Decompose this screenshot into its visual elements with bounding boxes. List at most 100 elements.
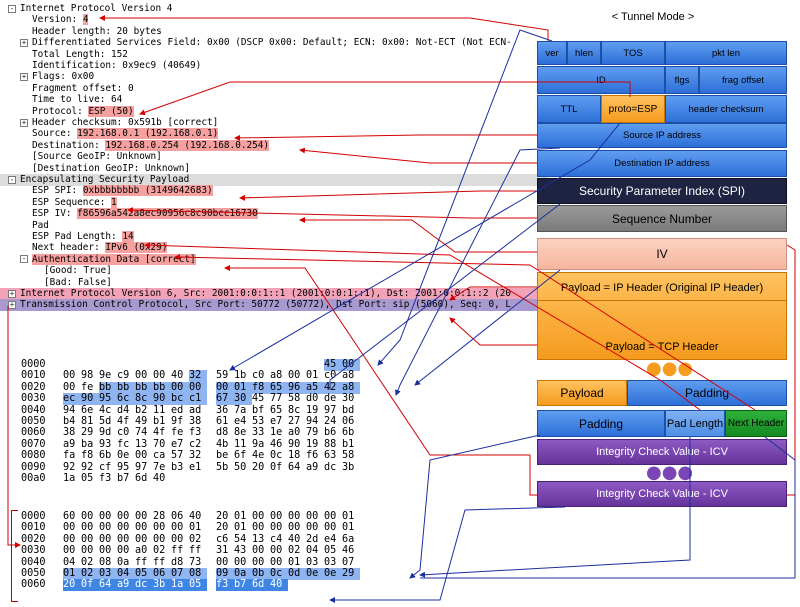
hex-byte[interactable]: 31 [216, 545, 229, 557]
hex-byte[interactable]: 00 [99, 522, 112, 534]
hex-byte[interactable]: 90 [81, 393, 99, 406]
hex-byte[interactable]: b6 [324, 427, 337, 439]
hex-byte[interactable]: 00 [63, 381, 76, 393]
hex-byte[interactable]: 00 [63, 533, 76, 545]
hex-byte[interactable]: 4f [117, 416, 130, 427]
hex-byte[interactable]: 04 [63, 556, 76, 568]
hex-byte[interactable]: 00 [288, 370, 301, 382]
hex-byte[interactable]: 00 [171, 533, 184, 545]
hex-byte[interactable]: a8 [342, 381, 360, 394]
hex-byte[interactable]: 4e [252, 450, 265, 462]
collapse-icon[interactable]: - [20, 254, 28, 264]
hex-byte[interactable]: 00 [153, 533, 166, 545]
hex-byte[interactable]: 20 [252, 461, 265, 473]
hex-byte[interactable]: 0b [252, 568, 270, 580]
hex-byte[interactable]: 07 [342, 556, 355, 568]
hex-byte[interactable]: 94 [63, 404, 76, 416]
hex-byte[interactable]: 64 [99, 579, 117, 592]
tree-row[interactable]: Protocol: ESP (50) [0, 105, 134, 118]
hex-byte[interactable]: b7 [234, 579, 252, 592]
hex-byte[interactable]: dc [324, 461, 337, 473]
hex-byte[interactable]: 98 [81, 370, 94, 382]
hex-byte[interactable]: 00 [153, 522, 166, 534]
hex-byte[interactable]: 01 [342, 522, 355, 534]
hex-byte[interactable]: 46 [270, 438, 283, 450]
hex-byte[interactable]: 00 [117, 545, 130, 557]
hex-byte[interactable]: 3b [342, 461, 355, 473]
hex-byte[interactable]: 00 [81, 545, 94, 557]
hex-byte[interactable]: 38 [189, 416, 202, 427]
tree-row[interactable]: -Authentication Data [correct] [0, 253, 196, 266]
hex-byte[interactable]: 60 [63, 511, 76, 522]
hex-byte[interactable]: 6f [234, 450, 247, 462]
hex-byte[interactable]: f8 [81, 450, 94, 462]
hex-byte[interactable]: 01 [189, 522, 202, 534]
hex-byte[interactable]: 06 [153, 568, 171, 580]
hex-byte[interactable]: e4 [324, 533, 337, 545]
hex-byte[interactable]: 45 [252, 393, 265, 405]
hex-byte[interactable]: a5 [306, 381, 324, 394]
hex-byte[interactable]: 33 [252, 427, 265, 439]
hex-byte[interactable]: a9 [63, 438, 76, 450]
tree-row[interactable]: ESP SPI: 0xbbbbbbbb (3149642683) [0, 185, 213, 197]
tree-row[interactable]: Destination: 192.168.0.254 (192.168.0.25… [0, 139, 270, 152]
hex-byte[interactable]: 58 [288, 393, 301, 405]
hex-byte[interactable]: 13 [135, 438, 148, 450]
hex-byte[interactable]: 53 [252, 416, 265, 427]
tree-row[interactable]: Header length: 20 bytes [0, 26, 162, 38]
hex-byte[interactable]: f8 [252, 381, 270, 394]
hex-byte[interactable]: 90 [153, 393, 171, 406]
tree-row[interactable]: Next header: IPv6 (0x29) [0, 242, 168, 254]
hex-byte[interactable]: 1e [270, 427, 283, 439]
hex-byte[interactable]: bb [99, 381, 117, 394]
hex-byte[interactable]: 00 [270, 556, 283, 568]
hex-byte[interactable]: 00 [81, 511, 94, 522]
hex-byte[interactable]: 29 [342, 568, 360, 580]
hex-byte[interactable]: 40 [288, 533, 301, 545]
hex-byte[interactable]: ec [63, 393, 81, 406]
tree-row[interactable]: +Differentiated Services Field: 0x00 (DS… [0, 37, 512, 49]
hex-byte[interactable]: b1 [342, 438, 355, 450]
tree-row[interactable]: [Destination GeoIP: Unknown] [0, 163, 190, 175]
hex-byte[interactable]: f3 [216, 579, 234, 592]
hex-byte[interactable]: fa [63, 450, 76, 462]
hex-byte[interactable]: a9 [306, 461, 319, 473]
hex-byte[interactable]: 6b [342, 427, 355, 439]
hex-byte[interactable]: 30 [342, 393, 355, 405]
hex-byte[interactable]: 04 [117, 568, 135, 580]
hex-byte[interactable]: 96 [288, 381, 306, 394]
hex-byte[interactable]: 29 [81, 427, 94, 439]
hex-byte[interactable]: 01 [234, 522, 247, 534]
hex-byte[interactable]: f3 [99, 473, 112, 484]
collapse-icon[interactable]: - [8, 3, 16, 13]
hex-byte[interactable]: d4 [117, 404, 130, 416]
tree-row[interactable]: Identification: 0x9ec9 (40649) [0, 60, 201, 72]
hex-byte[interactable]: 01 [63, 568, 81, 580]
hex-byte[interactable]: 00 [117, 533, 130, 545]
hex-byte[interactable]: f3 [189, 427, 202, 439]
tree-row[interactable]: Source: 192.168.0.1 (192.168.0.1) [0, 128, 219, 140]
hex-byte[interactable]: 6c [117, 393, 135, 406]
hex-byte[interactable]: 97 [135, 461, 148, 473]
hex-byte[interactable]: 00 [153, 370, 166, 382]
hex-byte[interactable]: 9f [171, 416, 184, 427]
hex-byte[interactable]: c0 [324, 370, 337, 382]
hex-byte[interactable]: e7 [270, 416, 283, 427]
tree-row[interactable]: +Header checksum: 0x591b [correct] [0, 117, 218, 129]
hex-byte[interactable]: 6b [99, 450, 112, 462]
hex-byte[interactable]: d8 [171, 556, 184, 568]
hex-byte[interactable]: 4c [99, 404, 112, 416]
hex-byte[interactable]: 8c [135, 393, 153, 406]
hex-byte[interactable]: 0e [324, 568, 342, 580]
hex-byte[interactable]: 36 [216, 404, 229, 416]
collapse-icon[interactable]: - [8, 174, 16, 184]
hex-byte[interactable]: 9d [99, 427, 112, 439]
hex-byte[interactable]: 0a [234, 568, 252, 580]
hex-byte[interactable]: 00 [99, 511, 112, 522]
hex-byte[interactable]: 20 [63, 579, 81, 592]
hex-byte[interactable]: 40 [171, 370, 184, 382]
hex-byte[interactable]: 00 [252, 545, 265, 557]
hex-byte[interactable]: 06 [342, 416, 355, 427]
hex-byte[interactable]: 19 [306, 404, 319, 416]
hex-byte[interactable]: 20 [216, 511, 229, 522]
